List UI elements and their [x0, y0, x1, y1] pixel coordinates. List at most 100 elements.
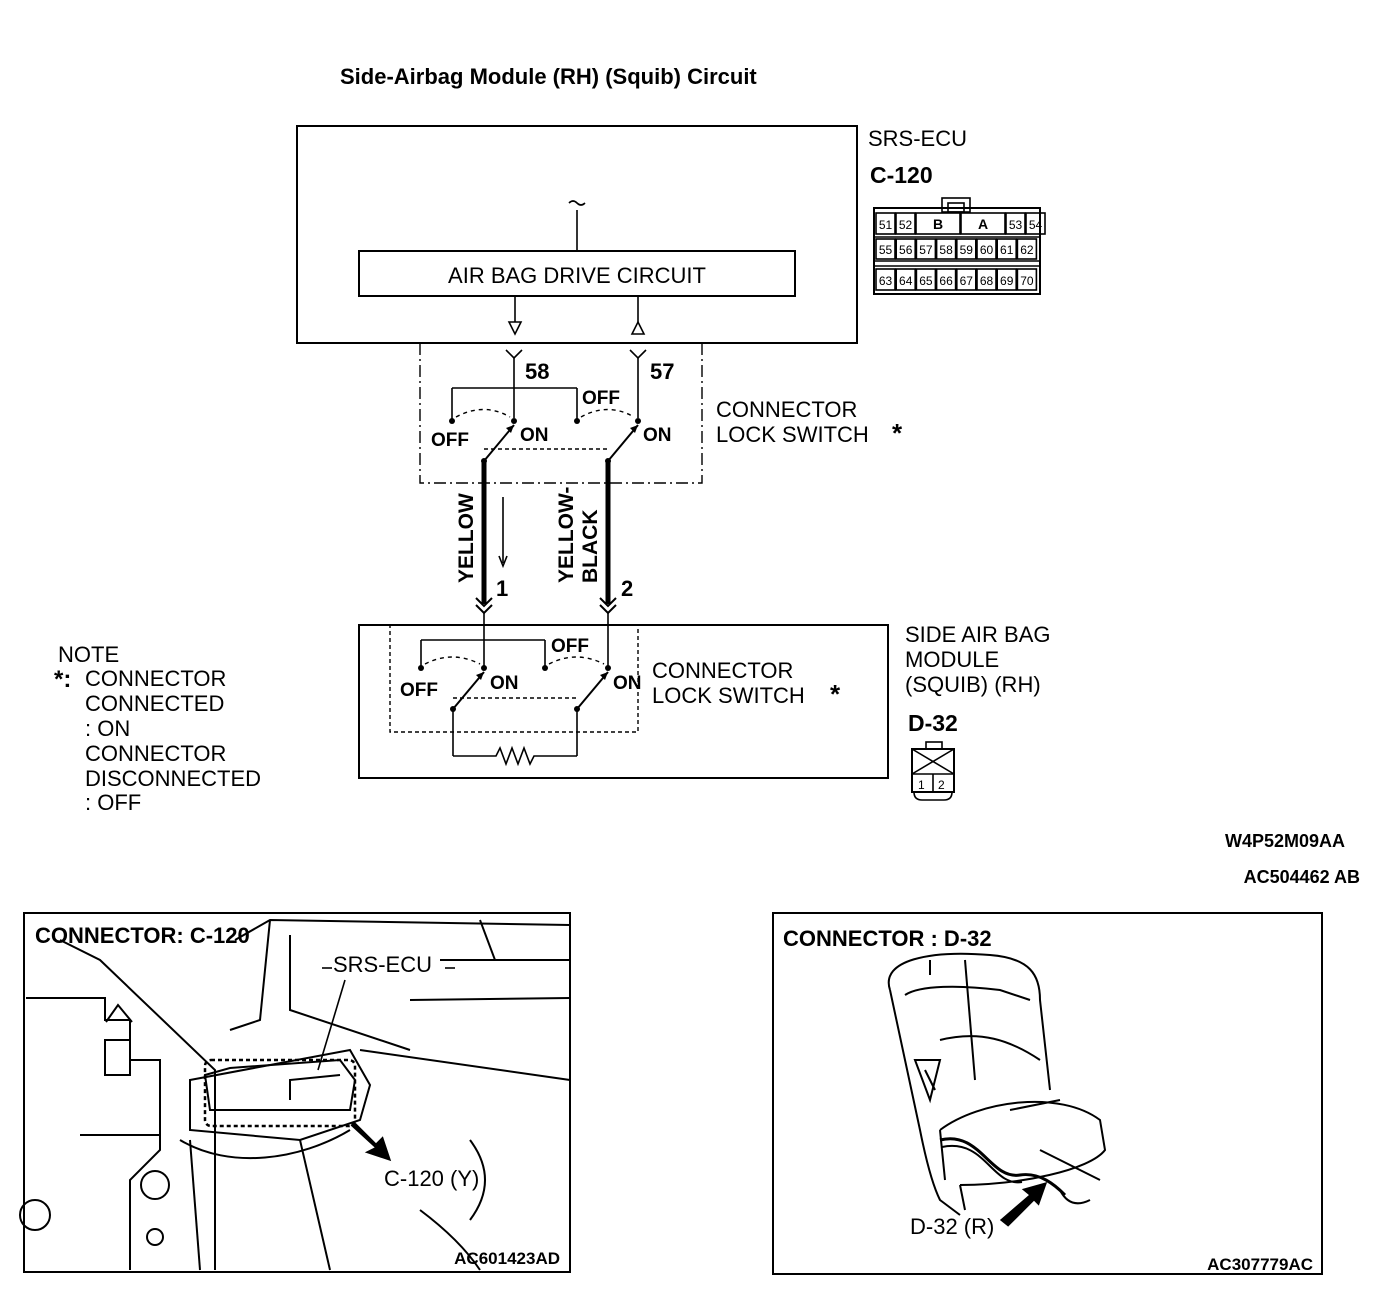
c120-pin-cell: [1025, 212, 1046, 235]
ecu-switch-left-on: ON: [520, 425, 549, 446]
c120-pin-label: B: [933, 216, 943, 232]
c120-pin-label: A: [978, 216, 988, 232]
c120-pin-cell: [895, 268, 917, 291]
wire-2-pin: 2: [621, 576, 633, 601]
module-lock-switch-line2: LOCK SWITCH: [652, 683, 805, 708]
harness-wires: [475, 461, 617, 668]
c120-pin-label: 56: [899, 243, 913, 257]
connector-c120-panel: CONNECTOR: C-120 SRS-ECU C-120 (Y) AC601…: [19, 912, 571, 1273]
c120-pin-label: 62: [1020, 243, 1034, 257]
diagram-code: W4P52M09AA: [1225, 831, 1345, 851]
c120-pin-cell: [955, 268, 977, 291]
pin-58-label: 58: [525, 359, 549, 384]
d32-pin-1: 1: [918, 778, 925, 792]
c120-pin-cell: [895, 238, 917, 260]
ecu-lock-switch-mark: *: [892, 418, 903, 448]
output-arrow-icon: [507, 321, 523, 336]
note-title: NOTE: [58, 642, 119, 667]
panel-right-code: AC307779AC: [1207, 1255, 1313, 1274]
wire-2-color-line1: YELLOW-: [555, 487, 578, 583]
panel-left-title: CONNECTOR: C-120: [35, 923, 250, 948]
c120-pin-cell: [875, 212, 896, 235]
c120-pin-cell: [915, 238, 937, 260]
ecu-lock-switch-area: 58 57 OFF ON OFF ON: [419, 343, 703, 484]
pin-57-label: 57: [650, 359, 674, 384]
note-line-4: CONNECTOR: [85, 741, 226, 766]
c120-pin-label: 64: [899, 274, 913, 288]
ecu-connector-id: C-120: [870, 162, 933, 188]
c120-pin-label: 53: [1009, 218, 1023, 232]
c120-pin-cell: [875, 238, 896, 260]
drive-circuit-label: AIR BAG DRIVE CIRCUIT: [448, 263, 706, 288]
note-line-1: CONNECTOR: [85, 666, 226, 691]
module-switch-left-off: OFF: [400, 680, 438, 701]
panel-right-title: CONNECTOR : D-32: [783, 926, 992, 951]
c120-pin-cell: [935, 268, 957, 291]
squib-resistor-icon: [453, 745, 577, 767]
note-line-2: CONNECTED: [85, 691, 224, 716]
module-switch-right-off: OFF: [551, 636, 589, 657]
c120-pin-label: 58: [939, 243, 953, 257]
panel-right-connector-label: D-32 (R): [910, 1214, 994, 1239]
c120-pin-label: 59: [960, 243, 974, 257]
panel-left-ecu-label: SRS-ECU: [333, 952, 432, 977]
module-lock-switch-mark: *: [830, 679, 841, 709]
c120-pin-cell: [996, 238, 1018, 260]
seat-illustration: [887, 952, 1107, 1216]
module-name-line1: SIDE AIR BAG: [905, 622, 1051, 647]
c120-pin-label: 63: [879, 274, 893, 288]
d32-pointer-arrow-icon: [999, 1182, 1048, 1227]
module-switch-left-on: ON: [490, 673, 519, 694]
ecu-lock-switch-line2: LOCK SWITCH: [716, 422, 869, 447]
c120-pin-cell: [960, 212, 1006, 235]
panel-left-code: AC601423AD: [454, 1249, 560, 1268]
c120-pin-label: 66: [939, 274, 953, 288]
c120-pin-cell: [1016, 238, 1038, 260]
c120-pin-cell: [976, 238, 997, 260]
c120-pin-cell: [875, 268, 896, 291]
wire-2-color-line2: BLACK: [579, 510, 602, 584]
c120-pin-cell: [996, 268, 1018, 291]
d32-pin-2: 2: [938, 778, 945, 792]
c120-pin-label: 65: [919, 274, 933, 288]
c120-pin-label: 70: [1020, 274, 1034, 288]
c120-pointer-arrow-icon: [350, 1122, 392, 1162]
d32-connector-face: 1 2: [911, 741, 955, 801]
note-block: NOTE *: CONNECTOR CONNECTED : ON CONNECT…: [54, 642, 261, 815]
c120-pin-cell: [915, 268, 937, 291]
c120-pin-label: 60: [980, 243, 994, 257]
c120-pin-cell: [895, 212, 916, 235]
module-name-line2: MODULE: [905, 647, 999, 672]
module-switch-right-on: ON: [613, 673, 642, 694]
note-line-6: : OFF: [85, 790, 141, 815]
note-line-5: DISCONNECTED: [85, 766, 261, 791]
c120-pin-label: 52: [899, 218, 913, 232]
c120-pin-cell: [1016, 268, 1038, 291]
c120-pin-label: 57: [919, 243, 933, 257]
module-lock-switch-line1: CONNECTOR: [652, 658, 793, 683]
c120-pin-label: 67: [960, 274, 974, 288]
diagram-title: Side-Airbag Module (RH) (Squib) Circuit: [340, 64, 757, 89]
c120-pin-label: 54: [1029, 218, 1043, 232]
input-arrow-icon: [630, 320, 646, 335]
wire-1-color: YELLOW: [455, 493, 478, 583]
note-mark: *:: [54, 666, 71, 693]
c120-pin-cell: [1005, 212, 1026, 235]
c120-pin-cell: [955, 238, 977, 260]
c120-pin-cell: [915, 212, 961, 235]
drive-circuit-box: [358, 250, 796, 297]
note-line-3: : ON: [85, 716, 130, 741]
side-airbag-module-box: OFF ON OFF ON: [358, 624, 889, 779]
ecu-name: SRS-ECU: [868, 126, 967, 151]
c120-pin-cell: [935, 238, 957, 260]
module-name-line3: (SQUIB) (RH): [905, 672, 1041, 697]
ecu-switch-left-off: OFF: [431, 430, 469, 451]
c120-pin-label: 68: [980, 274, 994, 288]
c120-pin-cell: [976, 268, 997, 291]
figure-code: AC504462 AB: [1244, 867, 1360, 887]
panel-left-connector-label: C-120 (Y): [384, 1166, 479, 1191]
ecu-lock-switch-line1: CONNECTOR: [716, 397, 857, 422]
c120-pin-label: 55: [879, 243, 893, 257]
